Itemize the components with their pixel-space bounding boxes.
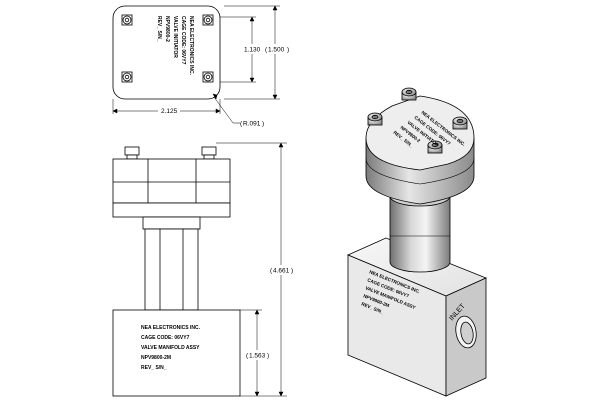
top-view-bolt-tr [202, 14, 214, 26]
iso-inlet-port-inner [460, 321, 474, 345]
front-flange [112, 202, 231, 218]
dim-1563-bracket: ( [246, 353, 249, 360]
front-cap-body [112, 158, 231, 204]
top-view-bolt-tl [121, 14, 133, 26]
front-stem [142, 216, 201, 230]
top-view: NEA ELECTRONICS INC. CAGE CODE: 06VY7 VA… [112, 5, 221, 100]
dim-4661-bracket-close: ) [291, 268, 293, 275]
front-bolt-left-head [124, 146, 140, 156]
iso-bolt-bottom [427, 140, 443, 154]
dim-radius: R.091 [243, 121, 261, 128]
dim-1500: 1.500 [268, 47, 285, 54]
dim-2125: 2.125 [161, 108, 178, 115]
iso-bolt-right [452, 116, 468, 130]
top-label-line-3: VALVE INITIATOR [172, 16, 178, 58]
dim-4661-bracket: ( [270, 268, 273, 275]
dim-bg-1500 [267, 44, 289, 54]
top-view-bolt-bl [121, 71, 133, 83]
top-label-line-5: REV_ S/N_ [156, 16, 162, 42]
top-view-flange [112, 5, 221, 100]
dim-1563: 1.563 [249, 353, 266, 360]
iso-cap-label-block: NEA ELECTRONICS INC. CAGE CODE: 06VY7 VA… [392, 110, 466, 149]
top-label-line-1: NEA ELECTRONICS INC. [188, 16, 194, 76]
iso-bolt-top [401, 87, 417, 101]
iso-bolt-left [367, 112, 383, 126]
front-stem-lower [144, 228, 199, 311]
front-view: NEA ELECTRONICS INC. CAGE CODE: 06VY7 VA… [112, 146, 241, 397]
dim-1130: 1.130 [244, 47, 261, 54]
iso-view: INLET NEA ELECTRONICS INC. CAGE CODE: 06… [346, 87, 488, 397]
dim-bg-1563 [246, 350, 268, 360]
iso-stem [389, 195, 451, 273]
front-bolt-right-base [203, 154, 215, 160]
front-label-line-2: CAGE CODE: 06VY7 [141, 335, 190, 341]
top-label-line-4: NPV9800-2 [164, 16, 170, 42]
top-view-label-block: NEA ELECTRONICS INC. CAGE CODE: 06VY7 VA… [156, 16, 194, 76]
front-label-block: NEA ELECTRONICS INC. CAGE CODE: 06VY7 VA… [141, 325, 201, 371]
dim-1563-bracket-close: ) [267, 353, 269, 360]
dim-4661: 4.661 [273, 268, 290, 275]
front-label-line-5: REV_ S/N_ [141, 365, 167, 371]
front-label-line-4: NPV9800-2M [141, 355, 171, 361]
top-label-line-2: CAGE CODE: 06VY7 [180, 16, 186, 65]
front-bolt-left-base [126, 154, 138, 160]
dim-1500-bracket: ( [265, 47, 268, 54]
dim-bg-1130 [242, 44, 264, 54]
dim-radius-bracket-close: ) [262, 121, 264, 128]
top-view-bolt-br [202, 71, 214, 83]
dim-radius-bracket: ( [240, 121, 243, 128]
dim-1500-bracket-close: ) [287, 47, 289, 54]
dim-bg-2125 [158, 106, 180, 116]
front-bolt-right-head [201, 146, 217, 156]
front-manifold-body [112, 309, 241, 397]
dim-bg-4661 [270, 265, 292, 275]
front-label-line-3: VALVE MANIFOLD ASSY [141, 345, 200, 351]
iso-cap-top [365, 95, 475, 171]
front-label-line-1: NEA ELECTRONICS INC. [141, 325, 201, 331]
